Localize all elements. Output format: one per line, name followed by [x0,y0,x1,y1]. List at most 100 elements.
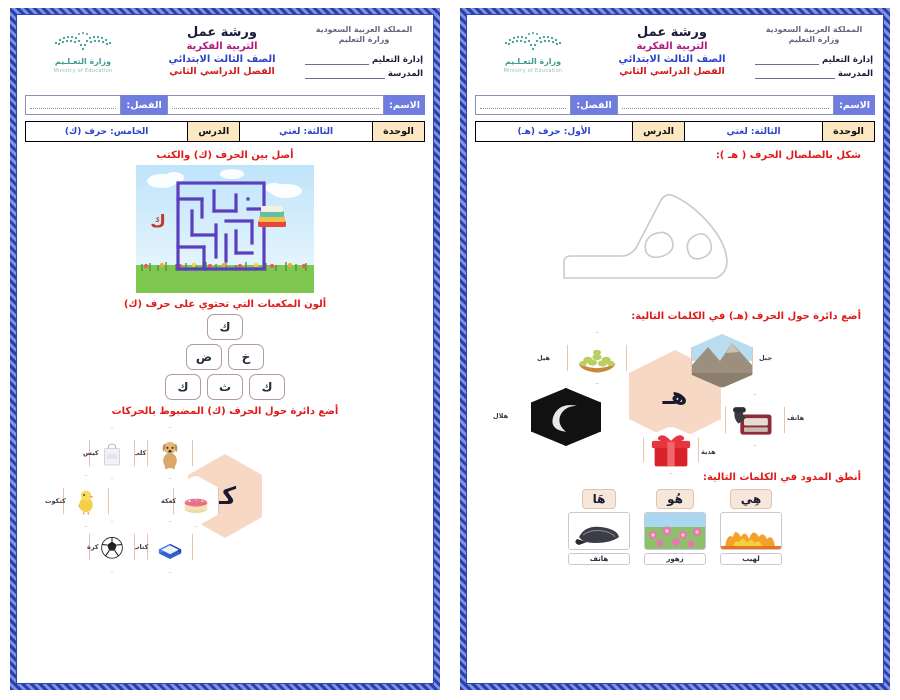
name-input[interactable] [616,95,835,115]
hex-petal-crescent[interactable] [531,388,601,446]
name-input[interactable] [166,95,385,115]
pyramid-row-2: ض خ [186,344,264,370]
cardamom-icon [578,349,616,373]
gift-icon [651,435,691,467]
flowers-icon [645,513,705,549]
worksheet-title: ورشة عمل [187,25,257,40]
maze-start-letter: ك [150,212,166,232]
maze-illustration[interactable]: ك [136,165,314,293]
admin-blank-school[interactable] [305,70,385,79]
class-input[interactable] [475,95,572,115]
chick-icon [78,490,94,515]
name-label: الاسم: [384,95,425,115]
class-dotted-line [30,101,117,109]
hex-petal-chick[interactable] [63,475,109,527]
hex-petal-cardamom[interactable] [567,332,627,384]
task-2-instruction: ألون المكعبات التي تحتوي على حرف (ك) [123,299,327,310]
word-card[interactable]: هَا هاتف [567,489,631,565]
class-input[interactable] [25,95,122,115]
kingdom-line-2: وزارة التعليم [788,35,840,45]
ministry-palm-icon [54,32,112,51]
name-label: الاسم: [834,95,875,115]
page-content-ha: المملكة العربية السعودية وزارة التعليم إ… [469,17,881,681]
unit-lesson-table: الوحدة الثالثة: لغتي الدرس الأول: حرف (ه… [475,121,875,142]
cube-letter[interactable]: ض [186,344,222,370]
admin-label-education: إدارة التعليم [821,54,873,65]
lesson-value-cell: الخامس: حرف (ك) [64,126,149,137]
cube-letter[interactable]: ك [207,314,243,340]
word-card-caption: هاتف [568,553,630,565]
task-3-instruction: أضع دائرة حول الحرف (ك) المضبوط بالحركات [111,406,339,417]
hex-petal-dog[interactable] [147,427,193,479]
hex-petal-ball[interactable] [89,521,135,573]
class-label: الفصل: [571,95,617,115]
worksheet-page-ha: المملكة العربية السعودية وزارة التعليم إ… [450,0,900,700]
header-logo-block: وزارة التعـلـيم Ministry of Education [477,23,589,74]
cube-letter[interactable]: ث [207,374,243,400]
hex-petal-telephone[interactable] [725,394,785,446]
cube-letter[interactable]: ك [165,374,201,400]
trace-task-area [475,165,875,305]
ministry-logo: وزارة التعـلـيم Ministry of Education [477,29,589,74]
cube-letter[interactable]: خ [228,344,264,370]
ministry-name-en: Ministry of Education [53,68,113,74]
lesson-header-cell: الدرس [187,122,240,141]
page-inner-border: المملكة العربية السعودية وزارة التعليم إ… [16,14,434,684]
admin-label-school: المدرسة [837,68,873,79]
hex-label-ball: كرة [87,543,99,551]
unit-lesson-table: الوحدة الثالثة: لغتي الدرس الخامس: حرف (… [25,121,425,142]
hex-label-telephone: هاتف [787,414,805,422]
word-card-syllable: هَا [581,489,617,509]
header-right-block: المملكة العربية السعودية وزارة التعليم إ… [305,23,423,83]
unit-value-cell: الثالثة: لغتي [239,122,372,141]
admin-fields: إدارة التعليم المدرسة [305,55,423,79]
kaf-hex-flower: كـ كلب [25,421,425,573]
admin-label-school: المدرسة [387,68,423,79]
task-1-instruction: أصل بين الحرف (ك) والكتب [156,150,294,161]
word-card-caption: لهيب [720,553,782,565]
word-card[interactable]: هِي [719,489,783,565]
cube-pyramid: ك ض خ ك ث ك [25,314,425,400]
cube-letter[interactable]: ك [249,374,285,400]
admin-blank-education[interactable] [755,56,819,65]
admin-field-education: إدارة التعليم [755,55,873,65]
page-header: المملكة العربية السعودية وزارة التعليم إ… [25,21,425,93]
student-id-bar: الاسم: الفصل: [25,95,425,115]
crescent-icon [552,405,578,432]
admin-blank-school[interactable] [755,70,835,79]
grade-label: الصف الثالث الابتدائي [618,53,726,65]
admin-field-school: المدرسة [305,69,423,79]
flame-icon [721,513,781,549]
bag-icon [104,443,120,466]
ha-hex-flower: هـ جبل [475,326,875,474]
telephone-icon [733,407,772,435]
hex-petal-book[interactable] [147,521,193,573]
subject-label: التربية الفكرية [186,41,258,53]
hex-label-cardamom: هيل [537,354,550,362]
hex-label-book: كتاب [133,543,149,551]
ministry-name-ar: وزارة التعـلـيم [54,57,112,66]
kingdom-line-1: المملكة العربية السعودية [315,25,413,34]
ministry-name-en: Ministry of Education [503,68,563,74]
lesson-header-cell: الدرس [632,122,685,141]
lesson-value-cell: الأول: حرف (هـ) [517,126,591,137]
term-label: الفصل الدراسي الثاني [169,66,275,78]
admin-label-education: إدارة التعليم [371,54,423,65]
word-card[interactable]: هُو [643,489,707,565]
hex-label-mountain: جبل [759,354,773,362]
telephone-icon [569,513,629,549]
word-card-row: هَا هاتف هُو [475,489,875,565]
unit-header-cell: الوحدة [372,122,424,141]
page-header: المملكة العربية السعودية وزارة التعليم إ… [475,21,875,93]
task-1-instruction: شكل بالصلصال الحرف ( هـ ): [715,150,861,161]
pyramid-row-3: ك ث ك [165,374,285,400]
letter-ha-outline-icon[interactable] [550,170,800,300]
term-label: الفصل الدراسي الثاني [619,66,725,78]
admin-blank-education[interactable] [305,56,369,65]
hex-label-crescent: هلال [493,412,509,420]
page-inner-border: المملكة العربية السعودية وزارة التعليم إ… [466,14,884,684]
ministry-name-ar: وزارة التعـلـيم [504,57,562,66]
book-icon [158,543,182,559]
word-card-syllable: هِي [729,489,773,509]
